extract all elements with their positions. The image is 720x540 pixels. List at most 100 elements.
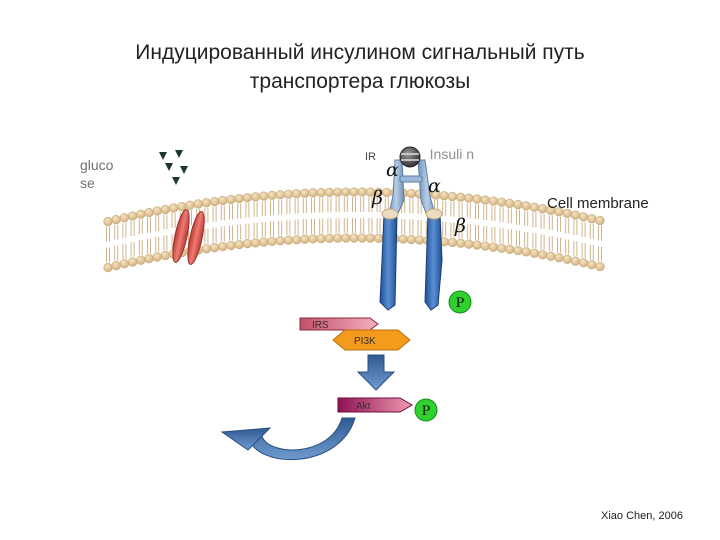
lipid-head	[333, 187, 343, 197]
lipid-head	[537, 204, 548, 214]
lipid-head	[456, 238, 466, 248]
akt-node: Akt	[337, 397, 413, 413]
alpha-label-left: α	[386, 159, 399, 181]
insulin-label: Insuli n	[429, 146, 474, 162]
lipid-head	[464, 193, 474, 203]
lipid-head	[324, 233, 335, 243]
citation: Xiao Chen, 2006	[601, 510, 683, 522]
lipid-head	[587, 260, 597, 270]
lipid-head	[497, 197, 507, 207]
lipid-head	[136, 255, 146, 265]
lipid-head	[201, 198, 211, 208]
title-line-2: транспортера глюкозы	[249, 70, 471, 93]
lipid-head	[193, 199, 203, 209]
lipid-head	[218, 195, 228, 206]
glucose-molecules	[159, 150, 188, 185]
lipid-head	[267, 236, 277, 246]
lipid-head	[488, 242, 499, 252]
lipid-head	[308, 234, 318, 244]
lipid-head	[439, 191, 449, 201]
lipid-head	[119, 259, 129, 269]
ir-label: IR	[365, 151, 376, 163]
lipid-head	[292, 235, 302, 245]
lipid-head	[210, 242, 220, 253]
lipid-head	[242, 239, 252, 249]
lipid-head	[169, 203, 179, 213]
lipid-head	[316, 233, 326, 244]
lipid-head	[513, 245, 523, 256]
svg-text:PI3K: PI3K	[354, 336, 376, 347]
lipid-head	[456, 192, 466, 202]
lipid-head	[292, 189, 302, 199]
lipid-head	[152, 206, 162, 216]
lipid-head	[128, 211, 138, 221]
lipid-head	[259, 191, 269, 201]
lipid-head	[529, 248, 540, 258]
lipid-head	[103, 216, 113, 227]
lipid-head	[349, 187, 359, 197]
lipid-head	[251, 238, 261, 248]
lipid-head	[578, 258, 589, 268]
lipid-head	[521, 247, 531, 257]
glucose-triangle	[180, 166, 188, 174]
beta-subunit-left	[379, 213, 398, 311]
lipid-head	[472, 194, 482, 204]
down-arrow-icon	[356, 354, 396, 391]
lipid-head	[415, 235, 425, 245]
cell-membrane-label: Cell membrane	[547, 195, 649, 212]
lipid-head	[521, 201, 531, 211]
lipid-head	[595, 215, 605, 226]
insulin-receptor	[379, 159, 443, 311]
lipid-head	[144, 207, 154, 218]
lipid-head	[406, 188, 417, 199]
lipid-head	[210, 196, 220, 207]
lipid-head	[505, 244, 515, 254]
lipid-head	[365, 233, 376, 243]
lipid-head	[259, 237, 269, 247]
lipid-head	[480, 195, 490, 205]
lipid-head	[374, 233, 384, 243]
glucose-triangle	[175, 150, 183, 158]
svg-text:P: P	[422, 404, 431, 419]
lipid-head	[152, 252, 162, 262]
svg-text:Akt: Akt	[356, 401, 371, 412]
lipid-head	[333, 233, 343, 243]
lipid-head	[587, 214, 597, 224]
lipid-head	[128, 257, 138, 267]
lipid-head	[324, 187, 335, 197]
lipid-head	[103, 262, 113, 273]
lipid-head	[554, 253, 564, 263]
lipid-head	[251, 192, 261, 202]
lipid-head	[529, 202, 540, 212]
lipid-head	[308, 188, 318, 198]
lipid-head	[341, 187, 351, 197]
lipid-head	[472, 240, 482, 250]
glucose-triangle	[165, 163, 173, 171]
svg-text:IR: IR	[365, 151, 376, 163]
lipid-head	[242, 193, 252, 203]
phosphate-receptor: P	[448, 290, 472, 314]
lipid-head	[226, 240, 236, 251]
lipid-head	[283, 189, 294, 199]
lipid-head	[562, 254, 572, 265]
pi3k-node: PI3K	[332, 329, 411, 351]
lipid-head	[398, 234, 408, 244]
lipid-head	[513, 199, 523, 210]
lipid-head	[464, 239, 474, 249]
lipid-head	[275, 236, 285, 246]
beta-label-left: β	[371, 187, 383, 209]
lipid-head	[283, 235, 294, 245]
diagram-title: Индуцированный инсулином сигнальный путь…	[60, 38, 660, 96]
lipid-head	[234, 239, 244, 250]
lipid-head	[300, 234, 310, 244]
cell-membrane-bilayer	[103, 187, 605, 273]
glut-transporter	[172, 209, 205, 265]
lipid-head	[497, 243, 507, 253]
lipid-head	[447, 237, 458, 248]
lipid-head	[537, 250, 548, 260]
lipid-head	[570, 256, 581, 266]
lipid-head	[505, 198, 515, 208]
lipid-head	[177, 201, 187, 212]
